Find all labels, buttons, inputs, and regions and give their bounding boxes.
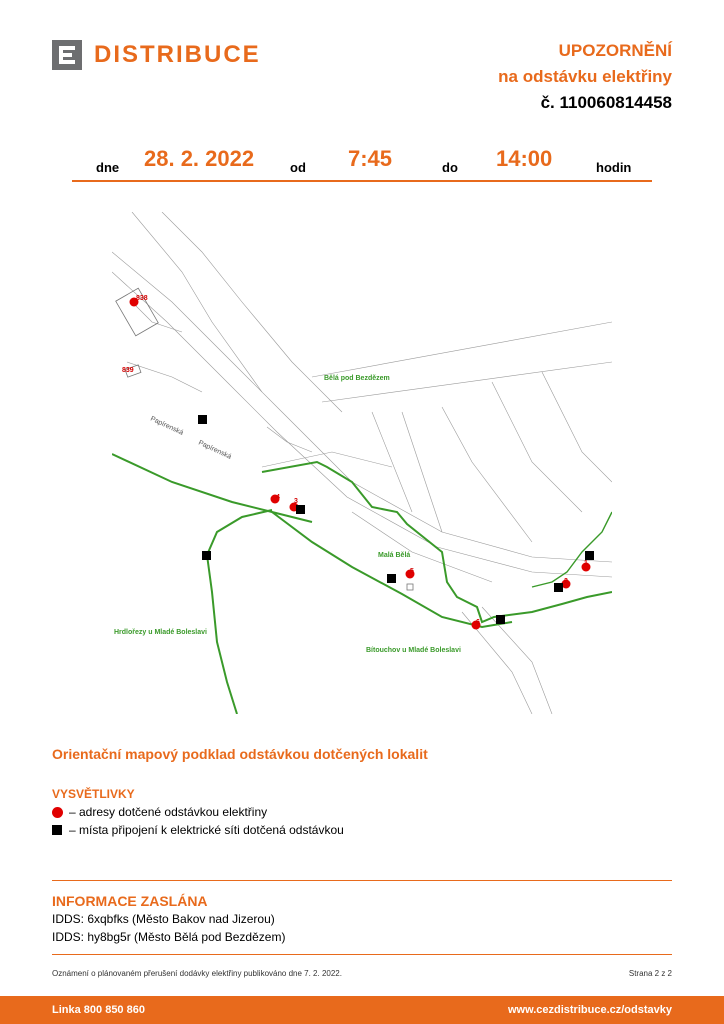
info-title: INFORMACE ZASLÁNA [52,893,208,909]
label-hrdlorezy: Hrdlořezy u Mladé Boleslavi [114,629,207,636]
info-line-1: IDDS: 6xqbfks (Město Bakov nad Jizerou) [52,912,275,926]
publication-note: Oznámení o plánovaném přerušení dodávky … [52,969,342,978]
address-number: 2 [564,578,568,585]
label-from: od [290,160,306,175]
street-label-2: Papírenská [197,439,232,460]
label-mala-bela: Malá Bělá [378,552,410,559]
address-marker [270,494,280,504]
address-number: 1 [584,560,588,567]
footer-bar: Linka 800 850 860 www.cezdistribuce.cz/o… [0,996,724,1024]
legend-addresses-text: – adresy dotčené odstávkou elektřiny [69,805,268,819]
connection-point [554,583,563,592]
connection-point [198,415,207,424]
legend-connections-text: – místa připojení k elektrické síti dotč… [69,823,344,837]
cez-logo-mark [52,40,82,70]
label-hours: hodin [596,160,632,175]
address-number: 3 [294,498,298,505]
cez-logo: DISTRIBUCE [52,40,261,70]
connection-point [387,574,396,583]
connection-point [585,551,594,560]
outage-time-to: 14:00 [496,146,553,171]
label-to: do [442,160,458,175]
address-number: 838 [136,295,148,302]
notice-heading: UPOZORNĚNÍ na odstávku elektřiny č. 1100… [498,38,672,116]
address-marker [405,569,415,579]
label-bela: Bělá pod Bezdězem [324,375,390,382]
address-marker [129,297,139,307]
red-dot-icon [52,806,63,818]
footer-url-link[interactable]: www.cezdistribuce.cz/odstavky [507,1004,672,1016]
connection-point [202,551,211,560]
outage-date-row: dne 28. 2. 2022 od 7:45 do 14:00 hodin [72,146,652,182]
label-bitouchov: Bítouchov u Mladé Boleslavi [366,647,461,654]
divider [52,880,672,881]
address-marker [581,562,591,572]
map-caption: Orientační mapový podklad odstávkou dotč… [52,746,428,762]
notice-number: č. 110060814458 [540,93,672,112]
outage-date: 28. 2. 2022 [144,146,255,171]
notice-title: UPOZORNĚNÍ [558,41,672,60]
address-number: 5 [410,568,414,575]
map-canvas: Papírenská Papírenská Bělá pod Bezdězem … [111,211,613,715]
legend-addresses: – adresy dotčené odstávkou elektřiny [52,805,267,819]
page-number: Strana 2 z 2 [628,969,672,978]
address-number: 4 [276,494,280,501]
outage-map: Papírenská Papírenská Bělá pod Bezdězem … [111,211,613,715]
address-marker [471,620,481,630]
notice-subtitle: na odstávku elektřiny [498,67,672,86]
divider [52,954,672,955]
address-number: 6 [476,619,480,626]
street-label-1: Papírenská [149,415,184,436]
label-day: dne [96,160,120,175]
connection-point [496,615,505,624]
brand-name: DISTRIBUCE [94,41,261,68]
address-number: 839 [122,367,134,374]
info-line-2: IDDS: hy8bg5r (Město Bělá pod Bezdězem) [52,930,286,944]
black-square-icon [52,825,62,835]
connection-point [296,505,305,514]
legend-connections: – místa připojení k elektrické síti dotč… [52,823,344,837]
address-marker [561,579,571,589]
footer-phone: Linka 800 850 860 [52,1004,145,1016]
legend-title: VYSVĚTLIVKY [52,787,135,801]
outage-time-from: 7:45 [348,146,393,171]
